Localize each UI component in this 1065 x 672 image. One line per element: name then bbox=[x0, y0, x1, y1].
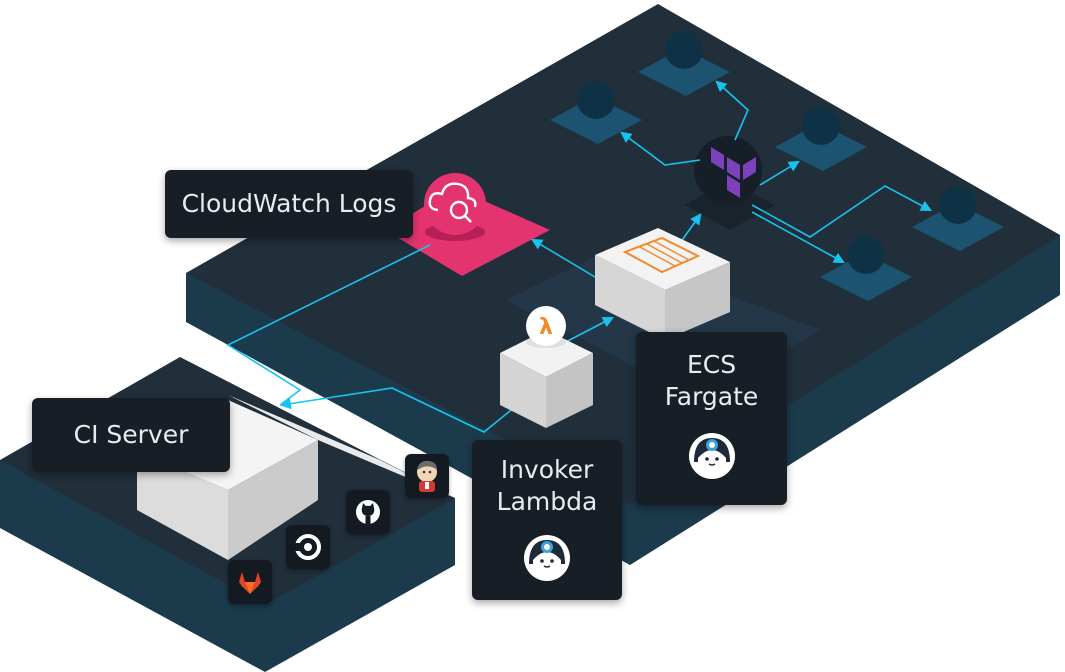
gitlab-badge bbox=[228, 560, 272, 604]
circleci-icon bbox=[295, 534, 321, 560]
github-icon bbox=[356, 500, 380, 524]
ci-server-text: CI Server bbox=[73, 420, 189, 449]
line-lambda-ecs bbox=[559, 316, 614, 346]
line-lambda-ci bbox=[279, 387, 527, 433]
jenkins-badge bbox=[405, 454, 449, 498]
cloudwatch-logs-text: CloudWatch Logs bbox=[181, 189, 397, 218]
invoker-lambda-text: Invoker Lambda bbox=[496, 455, 598, 516]
invoker-lambda-label: Invoker Lambda bbox=[472, 440, 622, 600]
ecs-fargate-text: ECS Fargate bbox=[664, 350, 759, 411]
line-ecs-cw bbox=[531, 238, 601, 281]
circleci-badge bbox=[286, 525, 330, 569]
mascot-icon bbox=[688, 433, 735, 479]
connection-lines bbox=[226, 80, 932, 433]
lambda-cube: λ bbox=[500, 306, 593, 428]
ecs-fargate-label: ECS Fargate bbox=[636, 332, 787, 505]
target-node-3 bbox=[775, 107, 867, 171]
jenkins-icon bbox=[417, 460, 437, 492]
line-cw-ci bbox=[226, 244, 431, 406]
terraform-node bbox=[685, 136, 775, 230]
line-tf-n2 bbox=[620, 131, 701, 166]
line-tf-n4 bbox=[751, 185, 932, 238]
gitlab-icon bbox=[239, 572, 261, 594]
line-tf-n1 bbox=[715, 80, 749, 141]
github-badge bbox=[346, 490, 390, 534]
line-tf-n5 bbox=[751, 211, 845, 264]
terraform-icon bbox=[711, 147, 756, 198]
ecs-fargate-cube bbox=[595, 228, 730, 340]
line-tf-n3 bbox=[759, 160, 800, 186]
target-node-2 bbox=[550, 81, 642, 144]
cloudwatch-search-icon bbox=[424, 173, 486, 241]
target-node-4 bbox=[912, 186, 1004, 251]
lambda-icon: λ bbox=[539, 315, 553, 340]
ci-server-label: CI Server bbox=[32, 398, 230, 472]
target-nodes bbox=[550, 31, 1004, 301]
target-node-5 bbox=[820, 236, 912, 301]
mascot-icon bbox=[524, 535, 570, 581]
target-node-1 bbox=[638, 31, 730, 96]
cloudwatch-logs-label: CloudWatch Logs bbox=[165, 170, 413, 238]
